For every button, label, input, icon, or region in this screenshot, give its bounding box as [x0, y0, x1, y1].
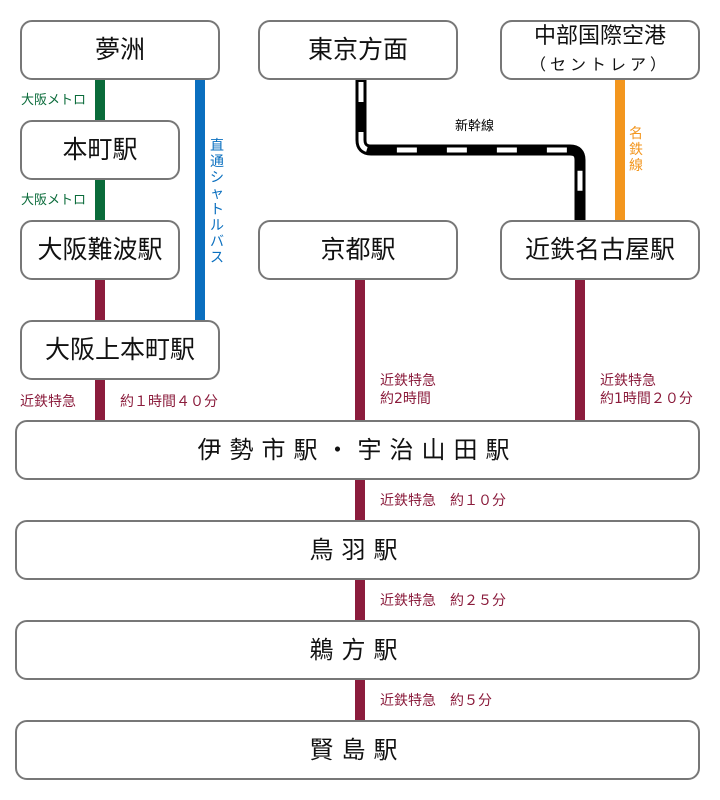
- kintetsu-line-toba-ugata: [355, 580, 365, 620]
- shuttle-bus-line: [195, 80, 205, 320]
- route-label-meitetsu: 名鉄線: [629, 126, 643, 174]
- station-yumeshima[interactable]: 夢洲: [20, 20, 220, 80]
- station-name: 伊勢市駅・宇治山田駅: [197, 435, 518, 464]
- kintetsu-line-namba-uehommachi: [95, 280, 105, 320]
- route-label-osaka-time: 約１時間４０分: [120, 394, 218, 410]
- route-label-shuttle-bus: 直通シャトルバス: [210, 138, 224, 266]
- station-nagoya[interactable]: 近鉄名古屋駅: [500, 220, 700, 280]
- station-name: 近鉄名古屋駅: [524, 235, 675, 265]
- route-label-nagoya-time: 約1時間２０分: [600, 391, 693, 407]
- route-label-metro-2: 大阪メトロ: [21, 193, 87, 208]
- kintetsu-line-uehommachi-ise: [95, 380, 105, 420]
- station-hommachi[interactable]: 本町駅: [20, 120, 180, 180]
- station-name: 大阪上本町駅: [44, 335, 195, 365]
- station-subname: （セントレア）: [529, 55, 670, 75]
- route-label-kyoto-kintetsu: 近鉄特急: [380, 373, 436, 389]
- station-name: 本町駅: [62, 135, 138, 165]
- kintetsu-line-kyoto-ise: [355, 280, 365, 420]
- station-name: 鵜方駅: [309, 635, 406, 664]
- station-kashikojima[interactable]: 賢島駅: [15, 720, 700, 780]
- kintetsu-line-nagoya-ise: [575, 280, 585, 420]
- route-label-nagoya-kintetsu: 近鉄特急: [600, 373, 656, 389]
- kintetsu-line-ise-toba: [355, 480, 365, 520]
- station-name: 東京方面: [307, 35, 408, 65]
- meitetsu-line: [615, 80, 625, 220]
- route-label-toba-ugata: 近鉄特急 約２５分: [380, 593, 506, 609]
- station-iseshi-ujiyamada[interactable]: 伊勢市駅・宇治山田駅: [15, 420, 700, 480]
- station-name: 鳥羽駅: [309, 535, 406, 564]
- station-name: 夢洲: [94, 35, 145, 65]
- station-ugata[interactable]: 鵜方駅: [15, 620, 700, 680]
- station-uehommachi[interactable]: 大阪上本町駅: [20, 320, 220, 380]
- station-name: 大阪難波駅: [37, 235, 163, 265]
- route-label-shinkansen: 新幹線: [455, 119, 495, 134]
- station-name: 賢島駅: [309, 735, 406, 764]
- route-label-metro-1: 大阪メトロ: [21, 93, 87, 108]
- kintetsu-line-ugata-kashikojima: [355, 680, 365, 720]
- station-name: 京都駅: [320, 235, 396, 265]
- station-name: 中部国際空港: [533, 23, 666, 49]
- station-tokyo[interactable]: 東京方面: [258, 20, 458, 80]
- route-label-ise-toba: 近鉄特急 約１０分: [380, 493, 506, 509]
- route-label-kyoto-time: 約2時間: [380, 391, 431, 407]
- station-namba[interactable]: 大阪難波駅: [20, 220, 180, 280]
- station-centrair[interactable]: 中部国際空港 （セントレア）: [500, 20, 700, 80]
- station-kyoto[interactable]: 京都駅: [258, 220, 458, 280]
- route-label-osaka-kintetsu: 近鉄特急: [20, 394, 76, 410]
- route-label-ugata-kashikojima: 近鉄特急 約５分: [380, 693, 492, 709]
- station-toba[interactable]: 鳥羽駅: [15, 520, 700, 580]
